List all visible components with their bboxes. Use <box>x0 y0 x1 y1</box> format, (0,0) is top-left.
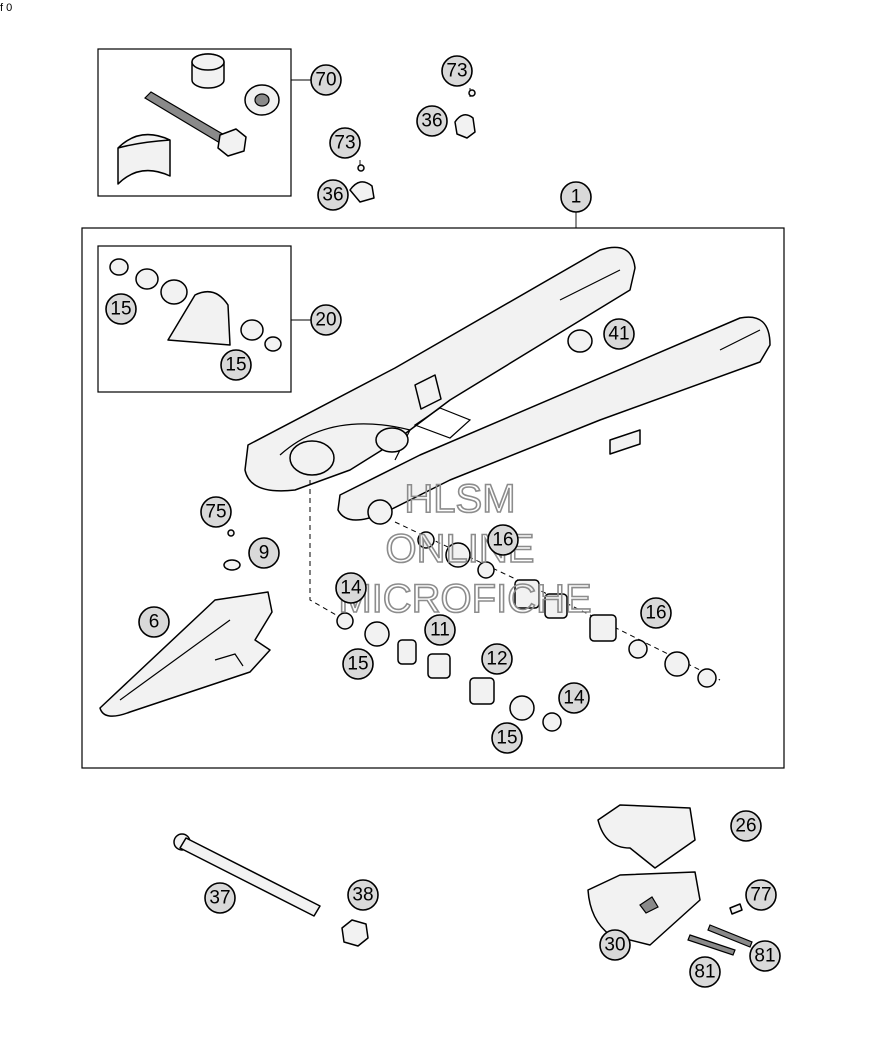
svg-text:9: 9 <box>259 543 270 564</box>
swingarm-group-frame <box>81 227 785 769</box>
svg-text:6: 6 <box>149 612 160 633</box>
svg-text:11: 11 <box>430 620 450 641</box>
svg-text:36: 36 <box>322 185 343 206</box>
callout-70: 70 <box>310 64 342 96</box>
callout-75: 75 <box>200 496 232 528</box>
callout-37: 37 <box>204 882 236 914</box>
callout-73-a: 73 <box>441 55 473 87</box>
watermark: HLSM ONLINE MICROFICHE <box>338 476 593 622</box>
svg-text:16: 16 <box>492 530 513 551</box>
svg-text:81: 81 <box>754 946 775 967</box>
svg-text:75: 75 <box>205 502 226 523</box>
leader-lines <box>291 79 577 321</box>
callout-36-b: 36 <box>317 179 349 211</box>
svg-text:77: 77 <box>750 885 771 906</box>
svg-text:26: 26 <box>735 816 756 837</box>
watermark-line-3: MICROFICHE <box>338 577 591 621</box>
svg-text:38: 38 <box>352 885 373 906</box>
callout-14-a: 14 <box>335 572 367 604</box>
clip-parts <box>349 89 476 203</box>
svg-text:15: 15 <box>110 299 131 320</box>
callout-11: 11 <box>424 614 456 646</box>
svg-text:15: 15 <box>347 654 368 675</box>
callout-20: 20 <box>310 304 342 336</box>
swingarm <box>244 246 771 525</box>
callout-77: 77 <box>745 879 777 911</box>
callout-15-b: 15 <box>220 349 252 381</box>
callout-81-b: 81 <box>749 940 781 972</box>
kit-20-parts <box>109 258 282 352</box>
chain-slider-parts <box>587 804 753 956</box>
svg-text:16: 16 <box>645 603 666 624</box>
callout-15-a: 15 <box>105 293 137 325</box>
svg-text:20: 20 <box>315 310 336 331</box>
svg-text:14: 14 <box>340 578 362 599</box>
svg-text:81: 81 <box>694 962 715 983</box>
callout-26: 26 <box>730 810 762 842</box>
pivot-parts <box>309 480 721 732</box>
callout-6: 6 <box>138 606 170 638</box>
svg-text:15: 15 <box>225 355 246 376</box>
svg-text:70: 70 <box>315 70 336 91</box>
callout-73-b: 73 <box>329 127 361 159</box>
watermark-line-1: HLSM <box>404 477 515 521</box>
svg-text:73: 73 <box>446 61 467 82</box>
callout-15-d: 15 <box>491 722 523 754</box>
callout-38: 38 <box>347 879 379 911</box>
callout-41: 41 <box>603 318 635 350</box>
svg-text:15: 15 <box>496 728 517 749</box>
callout-30: 30 <box>599 929 631 961</box>
callout-14-b: 14 <box>558 682 590 714</box>
corner-label: f 0 <box>0 2 13 14</box>
callout-16-a: 16 <box>487 524 519 556</box>
callout-9: 9 <box>248 537 280 569</box>
svg-text:14: 14 <box>563 688 585 709</box>
callout-81-a: 81 <box>689 956 721 988</box>
callout-12: 12 <box>481 643 513 675</box>
svg-text:1: 1 <box>571 187 582 208</box>
kit-70-parts <box>117 53 280 185</box>
pivot-axle <box>173 833 369 947</box>
callout-16-b: 16 <box>640 597 672 629</box>
svg-text:37: 37 <box>209 888 230 909</box>
svg-text:41: 41 <box>608 324 629 345</box>
svg-text:30: 30 <box>604 935 625 956</box>
chain-guide <box>99 529 273 717</box>
kit-70-frame <box>97 48 292 197</box>
svg-text:73: 73 <box>334 133 355 154</box>
bush-41 <box>567 329 593 353</box>
svg-text:12: 12 <box>486 649 507 670</box>
callout-15-c: 15 <box>342 648 374 680</box>
callout-1: 1 <box>560 181 592 213</box>
svg-text:36: 36 <box>421 111 442 132</box>
callout-36-a: 36 <box>416 105 448 137</box>
kit-20-frame <box>97 245 292 393</box>
